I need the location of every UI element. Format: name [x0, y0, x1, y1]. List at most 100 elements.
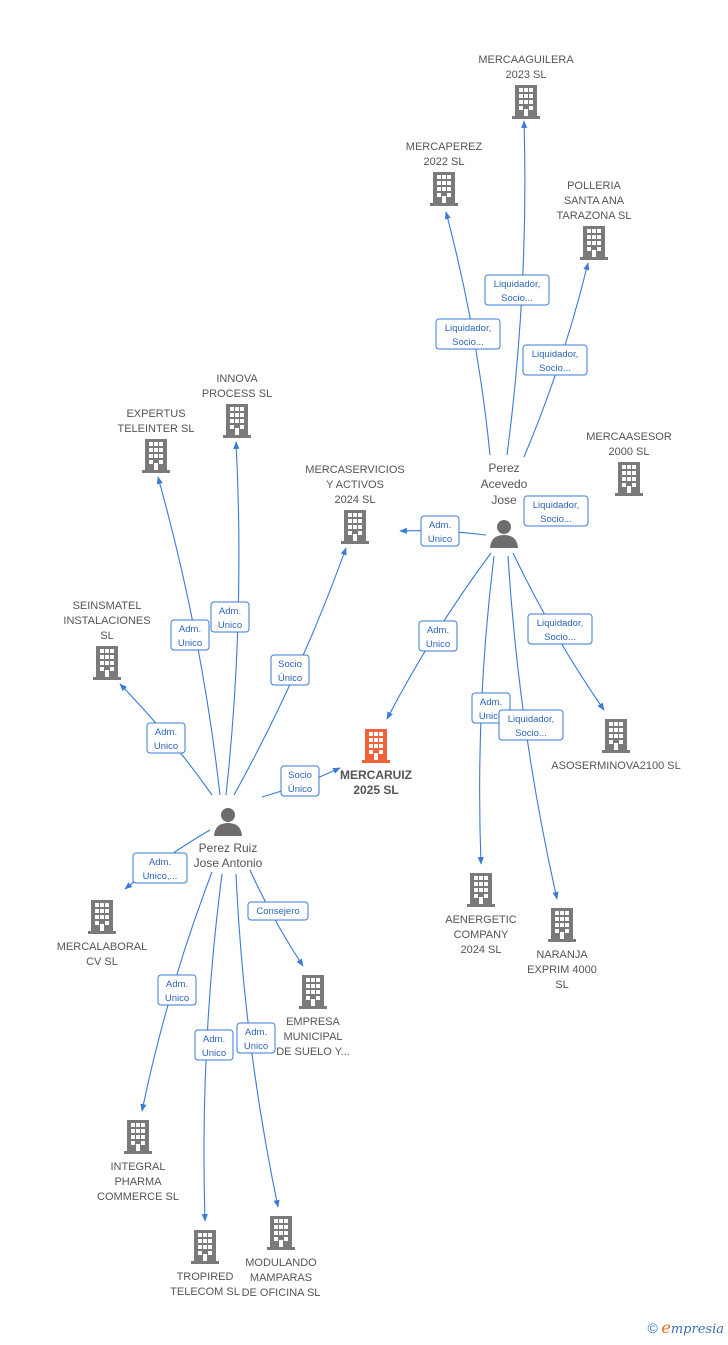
edge-role-label-text: Liquidador,	[508, 714, 554, 725]
edge-role-label[interactable]: Liquidador,Socio...	[498, 709, 564, 741]
company-name: INTEGRAL	[110, 1161, 165, 1173]
building-icon	[191, 1230, 219, 1264]
edge-role-label[interactable]: Liquidador,Socio...	[523, 495, 589, 527]
company-name: NARANJA	[536, 949, 588, 961]
edge-role-label-text: Socio...	[501, 293, 533, 304]
building-icon	[548, 908, 576, 942]
company-name: 2024 SL	[335, 494, 376, 506]
edge-role-label-box	[527, 613, 593, 645]
building-icon	[615, 462, 643, 496]
edge-role-label-text: Unico,...	[143, 871, 178, 882]
edge-role-label-box	[194, 1029, 234, 1061]
edge-role-label-box	[420, 515, 460, 547]
edge-role-label[interactable]: Adm.Unico,...	[132, 852, 188, 884]
edge-role-label-text: Liquidador,	[494, 279, 540, 290]
edge-role-label[interactable]: Liquidador,Socio...	[522, 344, 588, 376]
company-name: DE SUELO Y...	[276, 1046, 350, 1058]
edge-role-label-box	[435, 318, 501, 350]
company-name: 2023 SL	[506, 69, 547, 81]
company-name: PHARMA	[114, 1176, 162, 1188]
edge-role-label-box	[484, 274, 550, 306]
edge-role-label[interactable]: Adm.Unico	[157, 974, 197, 1006]
edge-role-label[interactable]: Adm. Unico	[210, 601, 250, 633]
company-name: CV SL	[86, 956, 118, 968]
company-name: TROPIRED	[177, 1271, 234, 1283]
company-name: INSTALACIONES	[63, 615, 150, 627]
edge-role-label[interactable]: Liquidador, Socio...	[435, 318, 501, 350]
edge-role-label-text: Adm.	[219, 606, 241, 617]
person-icon	[490, 520, 518, 548]
company-name: TELEINTER SL	[117, 423, 194, 435]
edge-role-label[interactable]: Adm.Unico	[418, 620, 458, 652]
company-name: INNOVA	[216, 373, 258, 385]
edge-role-label-text: Adm.	[427, 625, 449, 636]
edge-role-label-box	[418, 620, 458, 652]
person-name: Acevedo	[481, 477, 528, 491]
company-node-mercalaboral[interactable]: MERCALABORAL CV SL	[57, 900, 147, 968]
company-name: AENERGETIC	[445, 914, 517, 926]
edge-role-label[interactable]: Adm.Unico	[420, 515, 460, 547]
company-node-asoserminova[interactable]: ASOSERMINOVA2100 SL	[551, 719, 681, 772]
edge-role-label[interactable]: Liquidador,Socio...	[527, 613, 593, 645]
edge-role-label-text: Único	[288, 784, 312, 795]
edge-role-label[interactable]: Adm.Unico	[170, 619, 210, 651]
company-name: MUNICIPAL	[283, 1031, 342, 1043]
edge-role-label-text: Unico	[218, 620, 242, 631]
edge-role-label-text: Adm.	[155, 727, 177, 738]
company-node-mercaservicios[interactable]: MERCASERVICIOS Y ACTIVOS 2024 SL	[305, 464, 405, 544]
company-node-integral[interactable]: INTEGRAL PHARMA COMMERCE SL	[97, 1120, 179, 1203]
building-icon	[580, 226, 608, 260]
edge-role-label-text: Unico	[202, 1048, 226, 1059]
edge-role-label[interactable]: Adm.Unico	[146, 722, 186, 754]
edge-role-label[interactable]: Consejero	[247, 901, 309, 921]
edge-role-label[interactable]: Adm. Unico	[236, 1022, 276, 1054]
edge-role-label-box	[522, 344, 588, 376]
edge-role-label-box	[132, 852, 188, 884]
edge-role-label-text: Socio...	[452, 337, 484, 348]
edge-role-label[interactable]: Adm.Unico	[194, 1029, 234, 1061]
company-name: 2000 SL	[609, 446, 650, 458]
edge-role-label-text: Adm.	[245, 1027, 267, 1038]
company-name: 2025 SL	[353, 783, 398, 797]
company-name: EXPRIM 4000	[527, 964, 597, 976]
company-name: MERCASERVICIOS	[305, 464, 404, 476]
edge-role-label-box	[210, 601, 250, 633]
edge-labels-layer: Liquidador, Socio... Liquidador, Socio... Li…	[132, 274, 593, 1061]
building-icon	[467, 873, 495, 907]
company-name: COMMERCE SL	[97, 1191, 179, 1203]
building-icon	[362, 729, 390, 763]
logo-text: mpresia	[670, 1322, 724, 1337]
edge-role-label-text: Liquidador,	[445, 323, 491, 334]
company-name: TARAZONA SL	[557, 210, 632, 222]
edge-role-label-box	[146, 722, 186, 754]
empresia-logo: © empresia	[647, 1318, 724, 1337]
edge-role-label-text: Liquidador,	[532, 349, 578, 360]
edge-role-label[interactable]: Liquidador, Socio...	[484, 274, 550, 306]
edge-role-label-text: Unico	[428, 534, 452, 545]
edge-role-label-text: Unico	[244, 1041, 268, 1052]
company-name: Y ACTIVOS	[326, 479, 384, 491]
building-icon	[602, 719, 630, 753]
building-icon	[512, 85, 540, 119]
company-name: MERCALABORAL	[57, 941, 147, 953]
edge-role-label-text: Liquidador,	[537, 618, 583, 629]
edge-role-label-text: Socio	[278, 659, 302, 670]
